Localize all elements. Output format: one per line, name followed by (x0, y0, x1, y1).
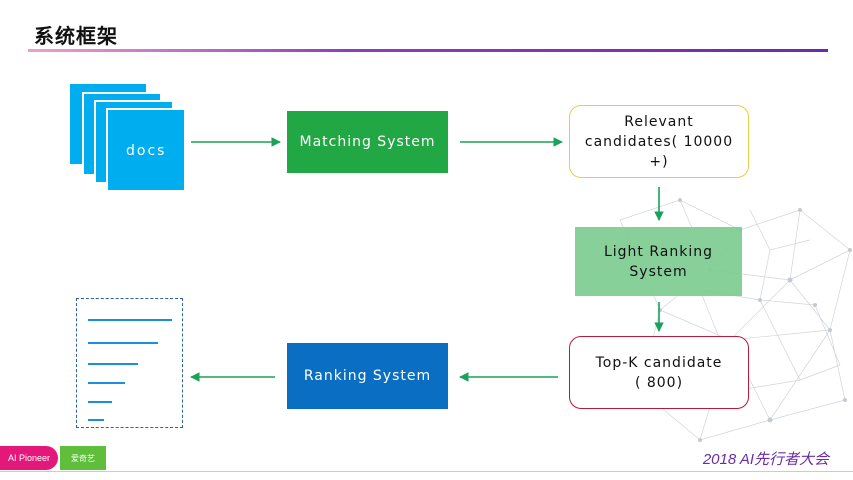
doc-sheet (106, 108, 184, 190)
relevant-line-1: Relevant (624, 113, 694, 130)
list-line (88, 419, 104, 421)
light-ranking-line-1: Light Ranking (603, 243, 714, 260)
list-line (88, 342, 158, 344)
page-title: 系统框架 (34, 24, 118, 48)
relevant-line-2: candidates( 10000 (584, 133, 734, 150)
relevant-line-3: +) (649, 153, 669, 170)
ai-pioneer-badge: AI Pioneer (0, 446, 58, 470)
topk-line-1: Top-K candidate (595, 354, 723, 371)
relevant-candidates-box: Relevant candidates( 10000 +) (569, 105, 749, 178)
conference-name: 2018 AI先行者大会 (702, 451, 829, 468)
matching-system-box: Matching System (287, 111, 448, 173)
list-line (88, 319, 172, 321)
iqiyi-logo: 爱奇艺 (60, 446, 106, 470)
docs-label: docs (126, 143, 167, 159)
ranking-system-label: Ranking System (303, 368, 432, 384)
ranking-system-box: Ranking System (287, 343, 448, 409)
document-stack-icon: docs (0, 0, 200, 200)
topk-line-2: ( 800) (634, 374, 684, 391)
matching-system-label: Matching System (299, 134, 436, 150)
title-underline (28, 49, 828, 52)
footer-divider (0, 471, 853, 472)
light-ranking-box: Light Ranking System (575, 227, 742, 296)
light-ranking-line-2: System (629, 263, 688, 280)
result-list-icon (76, 298, 183, 428)
list-line (88, 363, 138, 365)
list-line (88, 382, 125, 384)
topk-candidate-box: Top-K candidate ( 800) (569, 336, 749, 409)
list-line (88, 401, 112, 403)
